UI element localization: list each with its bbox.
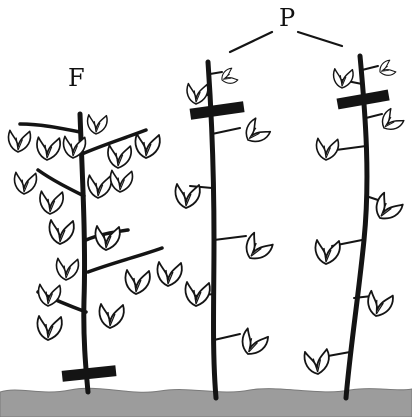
label-f: F [68,66,85,90]
parent-bracket [230,32,342,52]
ground [0,388,412,417]
plant-p2 [328,56,382,398]
plant-f-stem [80,114,88,392]
label-p: P [279,6,295,30]
